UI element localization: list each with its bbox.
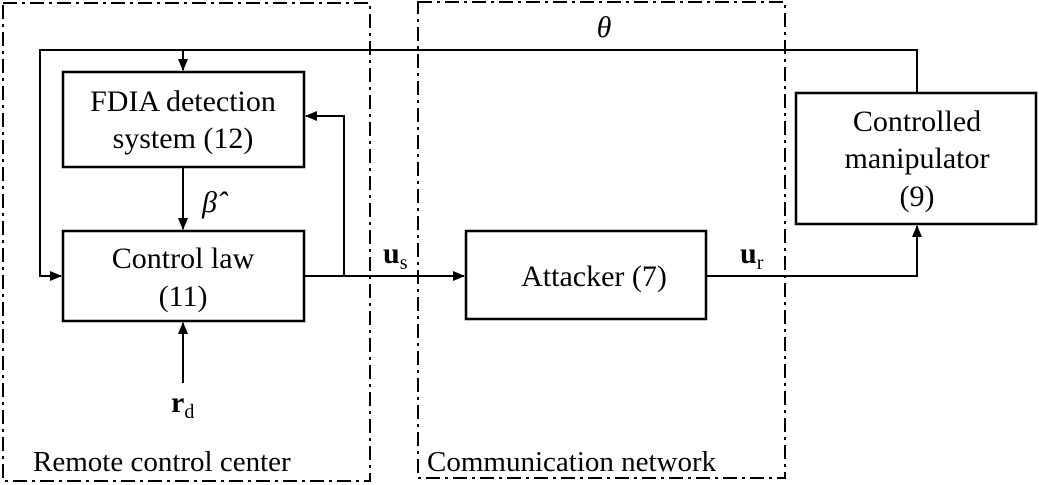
attacker-label: Attacker (7) [521,260,667,293]
manipulator-label-line2: manipulator [845,142,990,175]
controlled-manipulator-block [794,91,1038,226]
us-label-sub: s [400,252,408,274]
theta-label: θ [597,11,612,44]
ur-label-base: u [740,237,757,270]
rd-label: rd [171,386,194,423]
remote-control-center-region [2,2,371,482]
fdia-detection-block [61,70,306,169]
beta-hat-label: β̂ [201,186,229,219]
rd-label-sub: d [184,401,194,423]
ur-signal-line [706,225,922,277]
ur-label: ur [740,237,764,274]
control-law-label-line1: Control law [112,242,255,275]
manipulator-label-line3: (9) [900,180,935,213]
remote-control-center-label: Remote control center [33,446,291,478]
fdia-label-line2: system (12) [113,122,254,155]
ur-label-sub: r [757,252,764,274]
theta-feedback-line [39,49,918,281]
communication-network-region [417,1,786,479]
rd-label-base: r [171,386,184,419]
control-law-label-line2: (11) [159,280,208,313]
us-to-fdia-arrow [305,111,345,276]
attacker-block [464,229,708,321]
fdia-label-line1: FDIA detection [90,85,276,118]
us-label-base: u [383,237,400,270]
communication-network-label: Communication network [427,446,717,478]
us-label: us [383,237,408,274]
manipulator-label-line1: Controlled [853,105,981,138]
